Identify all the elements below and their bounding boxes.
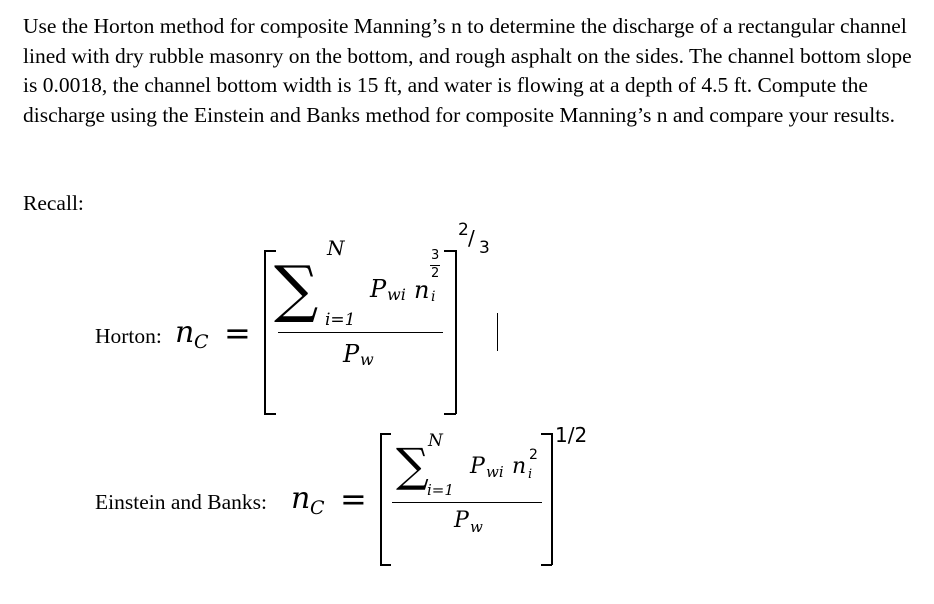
einstein-banks-lhs-n: n — [291, 481, 311, 516]
einstein-banks-right-bracket-bottom — [541, 564, 552, 566]
einstein-banks-equals-sign: = — [340, 480, 367, 518]
einstein-banks-right-bracket — [551, 433, 553, 565]
horton-numerator-n: n — [414, 276, 430, 304]
horton-fraction-bar — [278, 332, 443, 333]
horton-lhs-subscript: C — [194, 331, 209, 353]
einstein-banks-outer-exponent: 1/2 — [555, 423, 588, 447]
einstein-banks-denominator-P: P — [454, 508, 469, 533]
problem-statement: Use the Horton method for composite Mann… — [23, 14, 912, 127]
horton-right-bracket-bottom — [444, 413, 456, 415]
einstein-banks-sum-symbol: ∑ — [396, 438, 429, 492]
recall-label: Recall: — [23, 191, 84, 215]
einstein-banks-lhs-subscript: C — [310, 497, 325, 519]
einstein-banks-left-bracket — [380, 433, 382, 565]
horton-numerator-exponent-bar — [430, 265, 440, 266]
horton-denominator-P-subscript: w — [360, 350, 374, 369]
horton-left-bracket-top — [264, 250, 276, 252]
horton-numerator-exponent-top: 3 — [431, 248, 440, 263]
einstein-banks-label: Einstein and Banks: — [95, 490, 267, 514]
horton-equals-sign: = — [224, 314, 251, 352]
einstein-banks-numerator-n-subscript: i — [528, 467, 533, 482]
horton-left-bracket — [264, 250, 266, 414]
einstein-banks-denominator-P-subscript: w — [470, 518, 483, 536]
horton-sum-lower: i=1 — [325, 310, 356, 330]
einstein-banks-numerator-n: n — [512, 454, 527, 479]
einstein-banks-sum-upper: N — [428, 431, 443, 451]
horton-outer-exponent-top: 2 — [458, 220, 469, 240]
horton-sum-upper: N — [327, 236, 345, 260]
einstein-banks-sum-lower: i=1 — [427, 481, 454, 499]
horton-numerator-P: P — [370, 275, 387, 303]
horton-denominator-P: P — [343, 340, 360, 368]
einstein-banks-numerator-P-subscript: wi — [486, 463, 504, 481]
text-cursor — [497, 313, 498, 351]
horton-numerator-exponent-bottom: 2 — [431, 266, 440, 281]
horton-left-bracket-bottom — [264, 413, 276, 415]
einstein-banks-numerator-exponent: 2 — [529, 447, 538, 463]
einstein-banks-right-bracket-top — [541, 433, 552, 435]
horton-outer-exponent-bottom: 3 — [479, 238, 490, 258]
einstein-banks-numerator-P: P — [470, 454, 485, 479]
einstein-banks-left-bracket-top — [380, 433, 391, 435]
horton-right-bracket-top — [444, 250, 456, 252]
horton-label: Horton: — [95, 324, 162, 348]
horton-numerator-P-subscript: wi — [387, 285, 406, 304]
einstein-banks-left-bracket-bottom — [380, 564, 391, 566]
horton-right-bracket — [455, 250, 457, 414]
horton-numerator-n-subscript: i — [431, 289, 436, 305]
horton-sum-symbol: ∑ — [274, 252, 319, 325]
einstein-banks-fraction-bar — [392, 502, 542, 503]
horton-lhs-n: n — [175, 315, 195, 350]
horton-outer-exponent-slash: / — [468, 226, 475, 250]
